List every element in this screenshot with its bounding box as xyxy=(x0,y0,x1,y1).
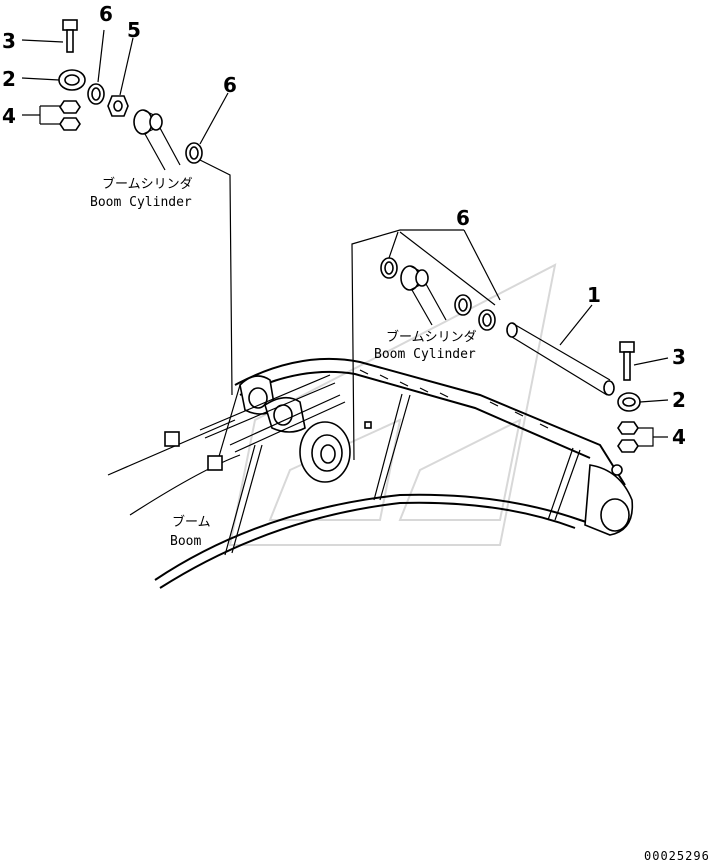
leader-right-1 xyxy=(559,304,593,346)
callout-left-4: 4 xyxy=(2,104,16,128)
caption-boom-cylinder-center-en: Boom Cylinder xyxy=(374,347,476,362)
leader-left-3 xyxy=(21,39,64,43)
leader-right-3 xyxy=(633,357,669,366)
center-bushing xyxy=(400,265,447,326)
center-shim-6a xyxy=(380,257,398,279)
leader-center-6-right xyxy=(463,229,501,301)
callout-center-6: 6 xyxy=(456,206,470,230)
leader-right-4 xyxy=(638,427,668,447)
left-nuts-4 xyxy=(59,100,81,131)
leader-left-2 xyxy=(21,77,60,81)
callout-right-3: 3 xyxy=(672,345,686,369)
callout-right-4: 4 xyxy=(672,425,686,449)
left-bolt-3 xyxy=(62,19,78,53)
leader-center-6-branches xyxy=(388,231,496,306)
callout-left-6a: 6 xyxy=(99,2,113,26)
caption-boom-jp: ブーム xyxy=(172,514,211,530)
callout-left-5: 5 xyxy=(127,18,141,42)
caption-boom-cylinder-left-jp: ブームシリンダ xyxy=(102,176,193,192)
caption-boom-cylinder-left-en: Boom Cylinder xyxy=(90,195,192,210)
callout-left-3: 3 xyxy=(2,29,16,53)
callout-left-6b: 6 xyxy=(223,73,237,97)
right-spacer-2 xyxy=(617,392,641,412)
left-shim-6a xyxy=(87,83,105,105)
document-number: 00025296 xyxy=(644,849,710,863)
leader-right-2 xyxy=(639,399,669,403)
leader-left-6b xyxy=(199,92,229,145)
boom-structure xyxy=(107,357,634,589)
center-shim-6c xyxy=(478,309,496,331)
caption-boom-cylinder-center-jp: ブームシリンダ xyxy=(386,329,477,345)
left-shim-6b xyxy=(185,142,203,164)
left-spacer-2 xyxy=(58,69,86,91)
caption-boom-en: Boom xyxy=(170,534,201,549)
left-washer-5 xyxy=(107,95,129,117)
pin-1 xyxy=(506,322,615,396)
callout-right-1: 1 xyxy=(587,283,601,307)
callout-right-2: 2 xyxy=(672,388,686,412)
leader-left-5 xyxy=(119,37,134,96)
left-pin-axis-line xyxy=(199,159,233,396)
left-bushing xyxy=(133,109,181,171)
leader-center-6-left xyxy=(351,229,464,461)
right-nuts-4 xyxy=(617,421,639,453)
right-bolt-3 xyxy=(619,341,635,381)
callout-left-2: 2 xyxy=(2,67,16,91)
leader-left-6a xyxy=(97,29,105,83)
leader-left-4 xyxy=(22,105,60,125)
center-shim-6b xyxy=(454,294,472,316)
